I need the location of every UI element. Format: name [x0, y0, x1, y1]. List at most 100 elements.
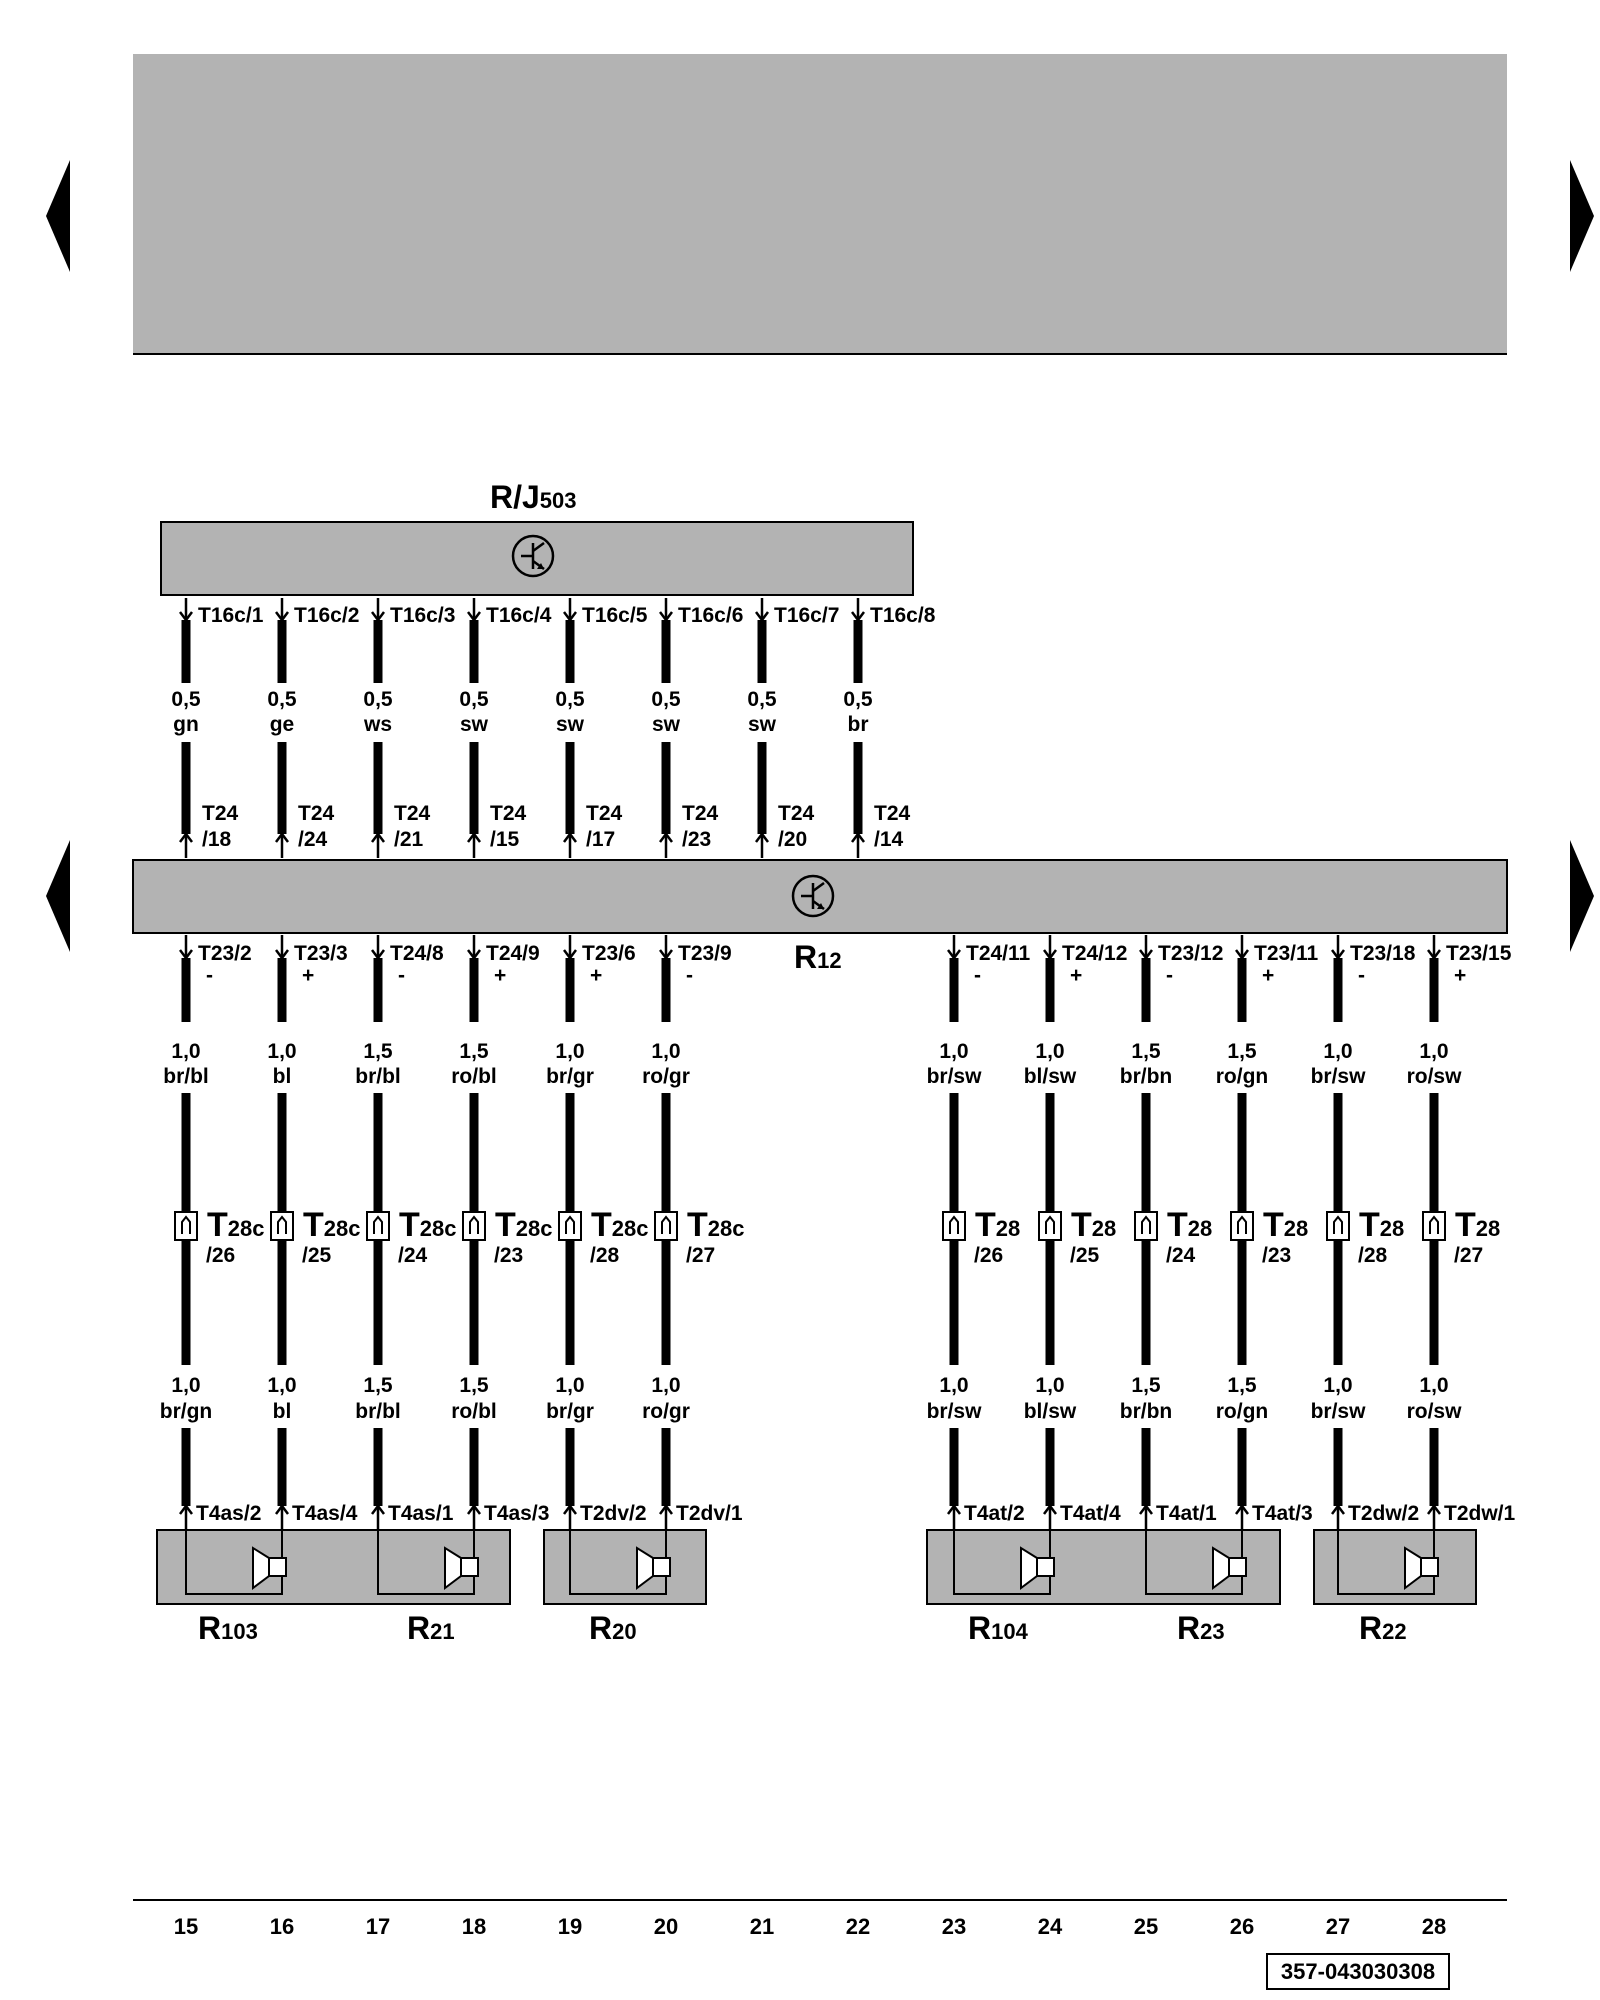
- pin-label: T4at/3: [1252, 1502, 1313, 1525]
- pin-label: T24/9: [486, 942, 540, 965]
- wire-color: br/sw: [927, 1400, 983, 1423]
- wire-size: 1,5: [1131, 1374, 1161, 1397]
- column-number: 27: [1326, 1914, 1350, 1939]
- wire-size: 1,0: [1323, 1040, 1352, 1063]
- wire-size: 1,0: [1323, 1374, 1352, 1397]
- connector-pin: /27: [1454, 1244, 1483, 1267]
- wire-size: 0,5: [363, 688, 393, 711]
- column-number: 28: [1422, 1914, 1446, 1939]
- wire-size: 1,5: [1131, 1040, 1161, 1063]
- speaker-label-r22: R22: [1359, 1610, 1407, 1646]
- wire-color: bl: [273, 1065, 292, 1088]
- connector-label: T28c: [303, 1206, 361, 1244]
- wire-color: sw: [556, 713, 585, 736]
- pin-label: T16c/4: [486, 604, 552, 627]
- polarity-label: +: [1070, 964, 1082, 987]
- previous-arrow-icon[interactable]: [46, 840, 70, 952]
- wire-color: bl/sw: [1024, 1065, 1077, 1088]
- pin-label: /20: [778, 828, 807, 851]
- wire-size: 1,0: [267, 1040, 296, 1063]
- wire-size: 1,0: [939, 1374, 968, 1397]
- connector-pin: /25: [1070, 1244, 1100, 1267]
- previous-arrow-icon[interactable]: [46, 160, 70, 272]
- connector-pin: /27: [686, 1244, 715, 1267]
- column-number: 21: [750, 1914, 774, 1939]
- connector-pin: /28: [1358, 1244, 1388, 1267]
- pin-label: /21: [394, 828, 424, 851]
- document-number: 357-043030308: [1281, 1959, 1435, 1984]
- column-number: 16: [270, 1914, 294, 1939]
- pin-label: /24: [298, 828, 328, 851]
- pin-label: T23/3: [294, 942, 348, 965]
- wire-size: 0,5: [555, 688, 585, 711]
- wire-color: ro/bl: [451, 1400, 497, 1423]
- wire-size: 1,5: [1227, 1374, 1257, 1397]
- next-arrow-icon[interactable]: [1570, 160, 1594, 272]
- wire-size: 1,0: [1035, 1374, 1064, 1397]
- wire-size: 0,5: [747, 688, 777, 711]
- wire-color: br/bl: [163, 1065, 209, 1088]
- pin-label: T24: [682, 802, 719, 825]
- wire-size: 1,5: [1227, 1040, 1257, 1063]
- wire-color: ws: [363, 713, 392, 736]
- pin-label: T16c/6: [678, 604, 743, 627]
- pin-label: T24/11: [966, 942, 1031, 965]
- document-number-box: [1266, 1953, 1450, 1990]
- polarity-label: +: [302, 964, 314, 987]
- wire-color: ro/bl: [451, 1065, 497, 1088]
- wire-color: ro/gr: [642, 1065, 690, 1088]
- polarity-label: +: [1454, 964, 1466, 987]
- wire-color: ro/gn: [1216, 1400, 1269, 1423]
- pin-label: /14: [874, 828, 904, 851]
- polarity-label: -: [686, 964, 693, 987]
- pin-label: T23/18: [1350, 942, 1416, 965]
- speaker-label-r23: R23: [1177, 1610, 1225, 1646]
- connector-pin: /28: [590, 1244, 620, 1267]
- pin-label: T16c/7: [774, 604, 839, 627]
- wire-size: 0,5: [459, 688, 489, 711]
- pin-arrow-icon: [179, 831, 193, 843]
- pin-label: T2dv/2: [580, 1502, 647, 1525]
- connector-label: T28: [975, 1206, 1020, 1244]
- pin-label: T24: [586, 802, 623, 825]
- wire-size: 1,0: [651, 1040, 680, 1063]
- wire-size: 1,0: [651, 1374, 680, 1397]
- connector-label: T28c: [399, 1206, 457, 1244]
- wire-size: 1,5: [363, 1040, 393, 1063]
- connector-label: T28c: [495, 1206, 553, 1244]
- column-number: 26: [1230, 1914, 1254, 1939]
- top-unit-label: R/J503: [490, 479, 577, 515]
- connector-label: T28c: [687, 1206, 745, 1244]
- wire-size: 1,0: [267, 1374, 296, 1397]
- wire-color: ro/sw: [1407, 1400, 1463, 1423]
- wire-color: bl/sw: [1024, 1400, 1077, 1423]
- wire-size: 1,0: [555, 1040, 584, 1063]
- speaker-label-r103: R103: [198, 1610, 258, 1646]
- column-number: 23: [942, 1914, 966, 1939]
- top-wires: T16c/10,5gnT24/18T16c/20,5geT24/24T16c/3…: [171, 598, 936, 858]
- connector-label: T28: [1071, 1206, 1116, 1244]
- speaker-icon: [185, 1530, 287, 1595]
- polarity-label: +: [494, 964, 506, 987]
- connector-pin: /23: [494, 1244, 523, 1267]
- wire-color: ro/gr: [642, 1400, 690, 1423]
- pin-label: T4at/2: [964, 1502, 1025, 1525]
- connector-label: T28: [1455, 1206, 1500, 1244]
- pin-label: T2dw/2: [1348, 1502, 1419, 1525]
- wire-color: br/bl: [355, 1400, 401, 1423]
- pin-label: T24: [394, 802, 431, 825]
- next-arrow-icon[interactable]: [1570, 840, 1594, 952]
- wire-color: ro/sw: [1407, 1065, 1463, 1088]
- wire-color: br/gn: [160, 1400, 213, 1423]
- column-number: 24: [1038, 1914, 1063, 1939]
- connector-label: T28: [1263, 1206, 1308, 1244]
- pin-label: T24: [874, 802, 911, 825]
